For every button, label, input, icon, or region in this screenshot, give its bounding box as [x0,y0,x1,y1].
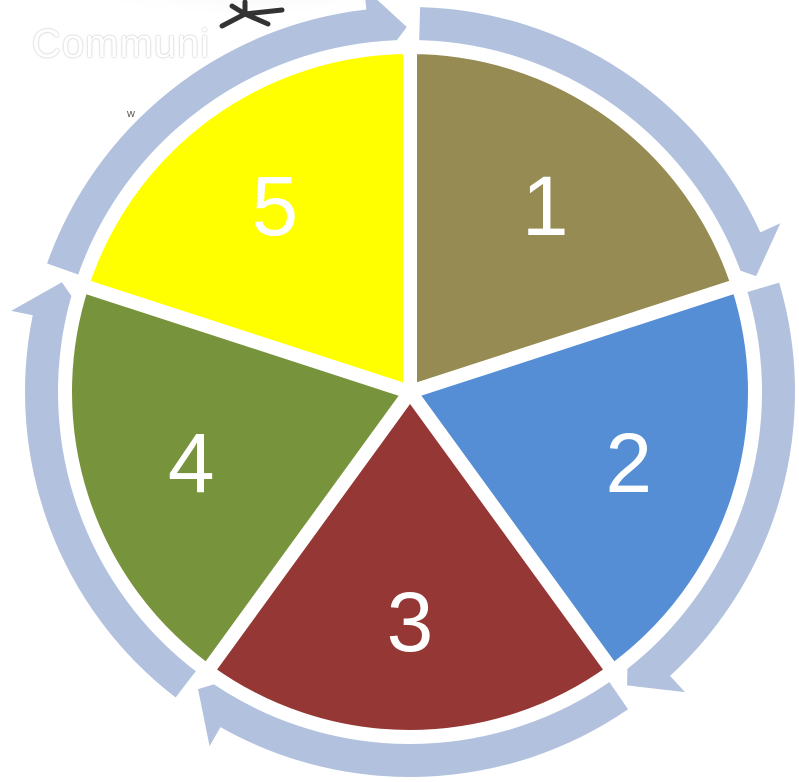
segment-label-five: 5 [251,159,298,253]
segment-label-two: 2 [605,416,652,510]
segment-label-one: 1 [522,159,569,253]
segment-label-three: 3 [387,575,434,669]
segment-label-four: 4 [168,416,215,510]
